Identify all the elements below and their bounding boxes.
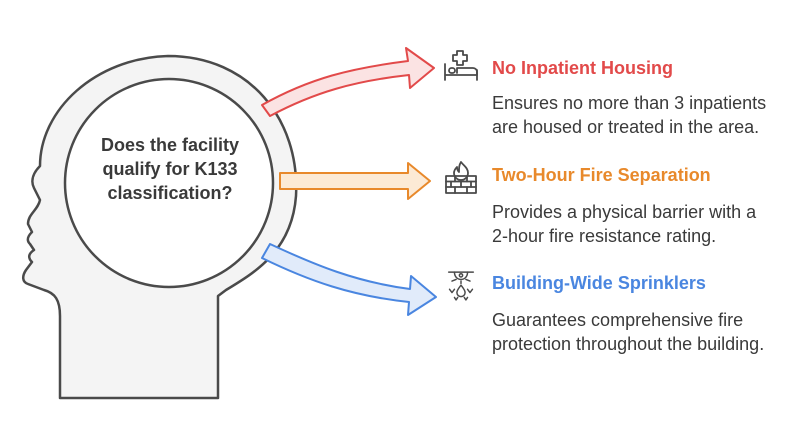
desc-fire-separation: Provides a physical barrier with a 2-hou…: [492, 202, 757, 246]
desc-sprinklers: Guarantees comprehensive fire protection…: [492, 310, 765, 354]
arrow-no-inpatient: [261, 47, 435, 117]
desc-no-inpatient: Ensures no more than 3 inpatients are ho…: [492, 93, 767, 137]
arrow-sprinklers: [261, 243, 437, 316]
sprinkler-icon: [447, 271, 475, 301]
fire-wall-icon: [445, 161, 477, 194]
title-fire-separation: Two-Hour Fire Separation: [492, 165, 711, 185]
central-question: Does the facility qualify for K133 class…: [100, 135, 240, 203]
arrow-fire-separation: [279, 162, 431, 200]
title-sprinklers: Building-Wide Sprinklers: [492, 273, 706, 293]
thought-circle: [63, 77, 275, 289]
title-no-inpatient: No Inpatient Housing: [492, 58, 673, 78]
hospital-bed-icon: [444, 50, 478, 81]
